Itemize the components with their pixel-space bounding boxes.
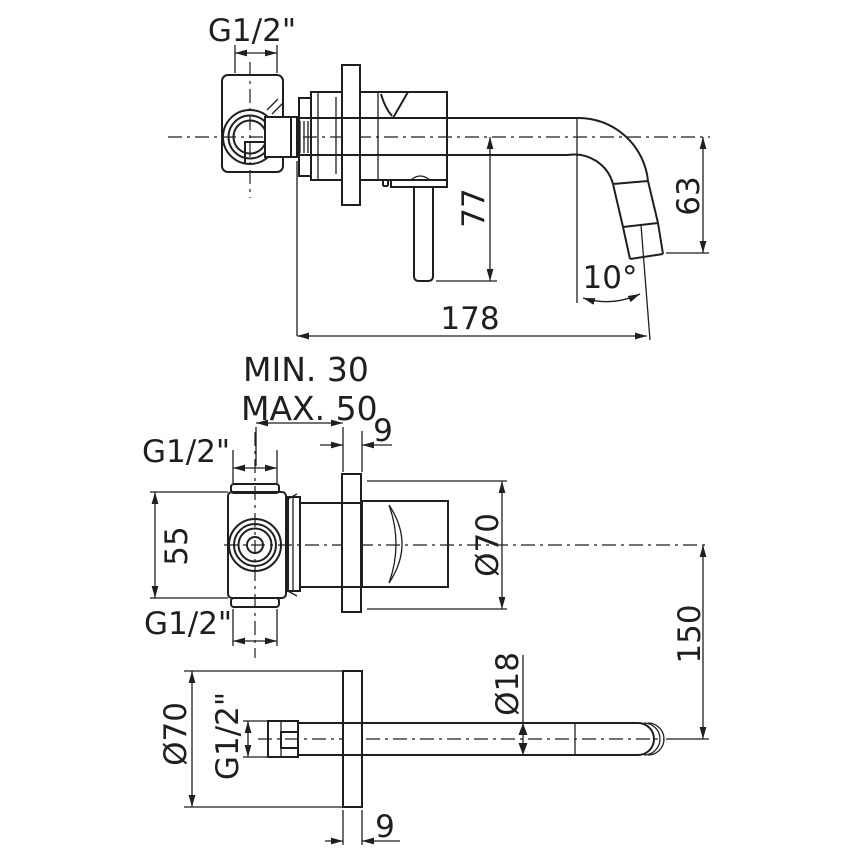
pipe-end-cap — [637, 722, 655, 756]
dim-spout-reach: 178 — [296, 161, 647, 340]
spout-connection-nut — [267, 720, 299, 758]
label-spout-drop: 63 — [671, 176, 707, 215]
spout-axis-extension — [640, 224, 651, 341]
lever-bar — [413, 187, 434, 282]
chamfer-ticks — [266, 98, 284, 115]
inlet-elbow — [221, 74, 309, 173]
spout-view: Ø70 G1/2" Ø18 — [158, 652, 709, 845]
wall-plate — [341, 64, 361, 206]
dim-inlet-thread: G1/2" — [208, 13, 296, 73]
label-spout-center-distance: 150 — [672, 604, 708, 663]
installation-section-view: MIN. 30 MAX. 50 9 G1/2" 55 G1/2" — [142, 350, 709, 739]
dim-spout-escutcheon: Ø70 — [158, 670, 343, 808]
label-spout-plate-thickness: 9 — [375, 809, 395, 845]
wall-plate — [341, 473, 362, 613]
label-recess-max: MAX. 50 — [241, 389, 378, 428]
dim-spout-thread: G1/2" — [210, 692, 268, 780]
dim-spout-angle: 10° — [576, 118, 651, 341]
top-port — [230, 483, 280, 494]
label-spout-angle: 10° — [583, 260, 638, 296]
connector-nut — [264, 116, 298, 158]
spout-tube — [297, 116, 664, 260]
housing-dome-arcs — [388, 504, 403, 584]
dim-escutcheon-diameter: Ø70 — [367, 480, 507, 610]
lever-handle — [382, 175, 448, 282]
side-elevation-view: G1/2" 77 63 10° 178 — [168, 13, 710, 341]
dim-plate-thickness: 9 — [320, 413, 393, 472]
spout-pipe — [298, 722, 665, 756]
dim-spout-plate-thickness: 9 — [325, 809, 400, 845]
spout-end-segment — [612, 180, 659, 228]
dim-lever-drop: 77 — [436, 137, 497, 282]
bottom-port — [230, 597, 280, 608]
label-top-thread: G1/2" — [142, 434, 230, 470]
dim-body-height: 55 — [150, 491, 228, 599]
label-spout-thread: G1/2" — [210, 692, 246, 780]
label-spout-escutcheon: Ø70 — [158, 702, 194, 766]
dim-spout-drop: 63 — [666, 137, 709, 254]
label-recess-min: MIN. 30 — [243, 350, 369, 389]
dim-top-thread: G1/2" — [142, 434, 278, 483]
label-body-height: 55 — [159, 526, 195, 565]
valve-barrel — [300, 502, 362, 588]
lever-hinge-lines — [380, 91, 409, 119]
dim-recess-depth: MIN. 30 MAX. 50 — [241, 350, 378, 472]
label-lever-drop: 77 — [456, 188, 492, 227]
concealed-valve-body — [227, 483, 301, 608]
aerator — [622, 222, 664, 260]
label-spout-reach: 178 — [440, 301, 499, 337]
thread-stub — [280, 731, 299, 749]
spout-bend-inner — [567, 153, 614, 185]
spout-bend-outer — [576, 116, 649, 182]
label-inlet-thread: G1/2" — [208, 13, 296, 49]
dim-pipe-diameter: Ø18 — [490, 652, 528, 755]
handle-housing — [361, 500, 449, 588]
wall-plate — [342, 670, 363, 808]
dim-bottom-thread: G1/2" — [144, 606, 278, 646]
mixer-body — [298, 91, 448, 181]
dim-spout-center-distance: 150 — [672, 545, 708, 739]
label-pipe-diameter: Ø18 — [490, 652, 526, 716]
label-bottom-thread: G1/2" — [144, 606, 232, 642]
elbow-step-detail — [244, 141, 266, 163]
label-plate-thickness: 9 — [373, 413, 393, 449]
valve-flange — [287, 496, 301, 592]
label-escutcheon-diameter: Ø70 — [470, 513, 506, 577]
